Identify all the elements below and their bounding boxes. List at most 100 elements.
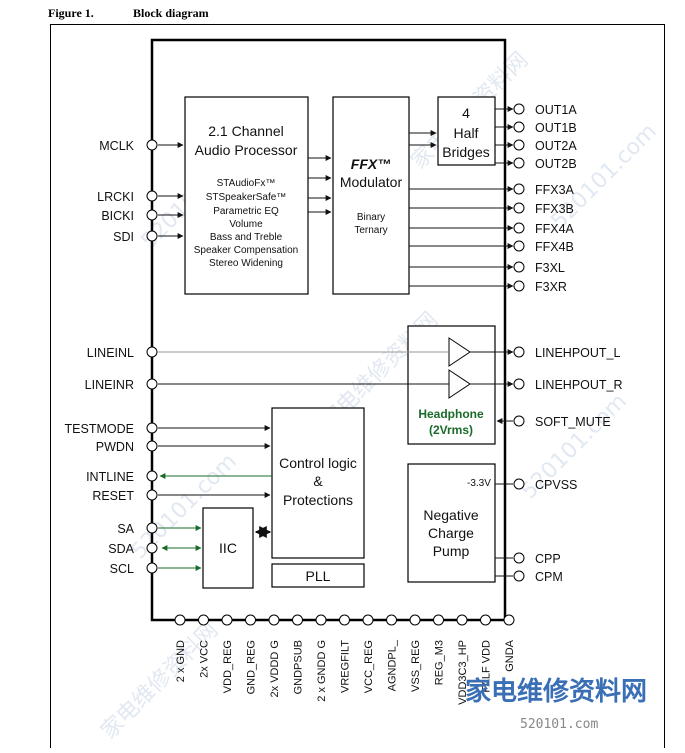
control-logic-protections: Protections <box>283 492 353 508</box>
bottom-pin-terminal <box>245 614 256 626</box>
watermark-brand-url: 520101.com <box>520 717 598 732</box>
headphone-block: Headphone (2Vrms) <box>407 325 496 445</box>
pin-linehpout-l: LINEHPOUT_L <box>535 346 620 360</box>
pin-ffx4a: FFX4A <box>535 222 575 236</box>
pin-testmode: TESTMODE <box>65 422 134 436</box>
feature-item: Speaker Compensation <box>194 245 299 256</box>
bottom-pin-label: GND_REG <box>246 640 258 694</box>
pin-pwdn: PWDN <box>96 440 134 454</box>
bottom-pin-terminal <box>292 614 303 626</box>
modulator-mode: Ternary <box>354 225 387 236</box>
pin-ffx3b: FFX3B <box>535 202 574 216</box>
bottom-pins: 2 x GND 2x VCC VDD_REG GND_REG 2x VDDD G GNDP… <box>174 614 516 705</box>
audio-processor-subtitle: Audio Processor <box>195 142 298 158</box>
pin-linehpout-r: LINEHPOUT_R <box>535 378 623 392</box>
modulator-mode: Binary <box>357 212 385 223</box>
pin-lineinl: LINEINL <box>87 346 134 360</box>
bottom-pin-label: 2x VCC <box>199 640 211 678</box>
charge-pump-title: Charge <box>428 525 474 541</box>
feature-item: Parametric EQ <box>213 206 279 217</box>
feature-item: Bass and Treble <box>210 232 283 243</box>
figure-number: Figure 1. <box>48 6 94 20</box>
left-pins: MCLK LRCKI BICKI SDI LINEINL LINEINR TES… <box>65 139 158 576</box>
pin-intline: INTLINE <box>86 470 134 484</box>
pin-mclk: MCLK <box>99 139 134 153</box>
modulator-block: FFX™ Modulator Binary Ternary <box>332 96 410 295</box>
audio-processor-block: 2.1 Channel Audio Processor STAudioFx™ S… <box>184 96 309 295</box>
bottom-pin-terminal <box>480 614 491 626</box>
pll-block: PLL <box>271 563 365 588</box>
signal-lines <box>158 106 514 577</box>
bottom-pin-label: VSS_REG <box>410 640 422 692</box>
pin-lrcki: LRCKI <box>97 190 134 204</box>
pll-label: PLL <box>306 568 331 584</box>
headphone-title: Headphone <box>418 407 484 421</box>
half-bridges-label: Bridges <box>442 144 489 160</box>
bottom-pin-terminal <box>198 614 209 626</box>
pin-sda: SDA <box>108 542 134 556</box>
right-pins: OUT1A OUT1B OUT2A OUT2B FFX3A FFX3B FFX4… <box>513 103 623 584</box>
watermark-url: 520101.com <box>547 119 662 234</box>
pin-cpp: CPP <box>535 552 561 566</box>
half-bridges-block: 4 Half Bridges <box>437 96 496 166</box>
pin-out1b: OUT1B <box>535 121 577 135</box>
pin-sa: SA <box>117 522 134 536</box>
bottom-pin-label: 2 x GND <box>175 640 187 682</box>
control-logic-amp: & <box>313 473 323 489</box>
bottom-pin-terminal <box>456 614 468 626</box>
watermark-brand-logo: 家电维修资料网 <box>465 676 647 707</box>
modulator-ffx-label: FFX™ <box>351 156 391 172</box>
pin-out2a: OUT2A <box>535 139 577 153</box>
pin-out1a: OUT1A <box>535 103 577 117</box>
modulator-title: Modulator <box>340 174 403 190</box>
bottom-pin-label: GNDPSUB <box>293 640 305 694</box>
bottom-pin-terminal <box>503 614 515 626</box>
pin-scl: SCL <box>110 562 134 576</box>
pin-reset: RESET <box>92 489 134 503</box>
bottom-pin-terminal <box>433 614 444 626</box>
feature-item: Volume <box>229 219 263 230</box>
pin-cpm: CPM <box>535 570 563 584</box>
pin-soft-mute: SOFT_MUTE <box>535 415 611 429</box>
bottom-pin-label: VDD3C3_HP <box>457 640 469 705</box>
bottom-pin-label: FALF VDD <box>481 640 493 693</box>
watermark-brand: 家电维修资料网 <box>97 618 224 745</box>
iic-block: IIC <box>202 507 254 589</box>
bottom-pin-label: 2x VDDD G <box>269 640 281 697</box>
half-bridges-count: 4 <box>462 105 470 121</box>
charge-pump-block: Negative Charge Pump -3.3V <box>407 463 496 583</box>
bottom-pin-label: AGNDPL_ <box>387 639 399 691</box>
pin-f3xr: F3XR <box>535 280 567 294</box>
bottom-pin-label: VDD_REG <box>222 640 234 693</box>
pin-ffx3a: FFX3A <box>535 183 575 197</box>
control-logic-title: Control logic <box>279 455 357 471</box>
figure-frame <box>50 24 665 748</box>
half-bridges-label: Half <box>454 125 479 141</box>
pin-lineinr: LINEINR <box>85 378 134 392</box>
pin-ffx4b: FFX4B <box>535 240 574 254</box>
pin-sdi: SDI <box>113 230 134 244</box>
feature-item: Stereo Widening <box>209 258 283 269</box>
bottom-pin-terminal <box>221 614 233 626</box>
control-logic-block: Control logic & Protections <box>271 407 365 559</box>
charge-pump-title: Negative <box>423 507 478 523</box>
figure-caption: Figure 1. Block diagram <box>48 6 209 22</box>
pin-bicki: BICKI <box>101 209 134 223</box>
bottom-pin-terminal <box>409 614 421 626</box>
bottom-pin-label: VREGFILT <box>340 640 352 693</box>
feature-item: STAudioFx™ <box>217 178 276 189</box>
charge-pump-voltage: -3.3V <box>467 478 491 489</box>
pin-out2b: OUT2B <box>535 157 577 171</box>
headphone-rating: (2Vrms) <box>429 423 473 437</box>
iic-label: IIC <box>219 540 237 556</box>
bottom-pin-terminal <box>315 614 327 626</box>
bottom-pin-terminal <box>174 614 186 626</box>
bottom-pin-label: GNDA <box>504 639 516 671</box>
audio-processor-title: 2.1 Channel <box>208 123 284 139</box>
chip-outline <box>150 38 507 622</box>
bottom-pin-label: REG_M3 <box>434 640 446 685</box>
charge-pump-title: Pump <box>433 543 470 559</box>
feature-item: STSpeakerSafe™ <box>206 192 287 203</box>
figure-title: Block diagram <box>133 6 209 20</box>
